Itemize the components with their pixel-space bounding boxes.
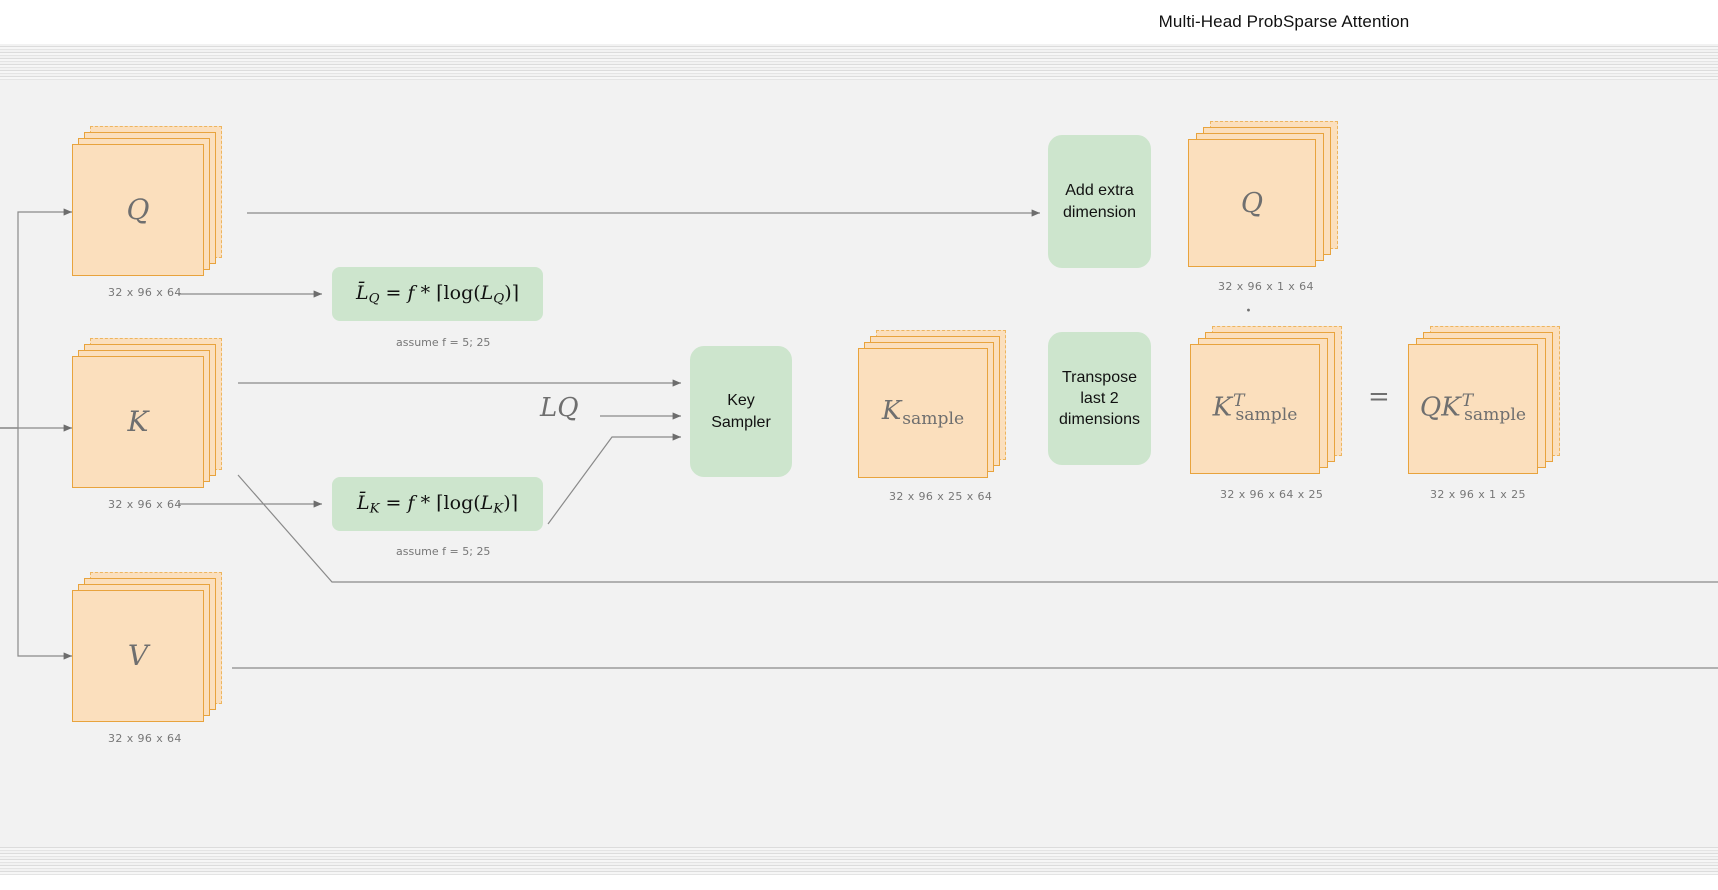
label-lq: LQ [540,393,579,423]
tensor-label-subscript: sample [1235,405,1298,426]
add-extra-dimension-line1: Add extra [1065,182,1134,200]
process-transpose[interactable]: Transpose last 2 dimensions [1048,332,1151,465]
tensor-label: Ksample [882,398,964,428]
process-key-sampler[interactable]: Key Sampler [690,346,792,477]
diagram-canvas[interactable]: Q 32 x 96 x 64 K 32 x 96 x 64 V 32 x 96 … [0,80,1718,845]
tensor-card-front: QKTsample [1408,344,1538,474]
tensor-label: QKTsample [1420,393,1526,424]
top-scroll-rail[interactable] [0,44,1718,80]
process-lk-formula[interactable]: L̄K = f * ⌈log(LK)⌉ [332,477,543,531]
transpose-line3: dimensions [1059,411,1140,429]
tensor-k-sample[interactable]: Ksample [858,330,1013,485]
tensor-label-superscript: T [1461,391,1474,412]
tensor-card-front: K [72,356,204,488]
tensor-label-subscript: sample [902,408,965,429]
tensor-label: V [127,639,149,672]
tensor-qk-sample-transposed-dims: 32 x 96 x 1 x 25 [1430,488,1526,501]
tensor-label-base: QK [1419,392,1461,423]
tensor-k-sample-dims: 32 x 96 x 25 x 64 [889,490,993,503]
tensor-label: K [127,405,149,438]
tensor-label-subscript: sample [1464,405,1527,426]
tensor-v-input-dims: 32 x 96 x 64 [108,732,182,745]
tensor-label: Q [126,193,150,226]
tensor-k-input[interactable]: K [72,338,227,493]
tensor-k-input-dims: 32 x 96 x 64 [108,498,182,511]
tensor-card-front: Q [1188,139,1316,267]
tensor-card-front: Q [72,144,204,276]
window-header: Multi-Head ProbSparse Attention [0,0,1718,44]
process-lk-formula-caption: assume f = 5; 25 [396,545,491,558]
process-lq-formula-caption: assume f = 5; 25 [396,336,491,349]
tensor-card-front: Ksample [858,348,988,478]
page-title-text: Multi-Head ProbSparse Attention [1158,12,1410,31]
tensor-card-front: KTsample [1190,344,1320,474]
dot-operator: · [1245,299,1252,324]
equals-operator: = [1368,382,1390,412]
tensor-label: Q [1240,187,1264,219]
tensor-label-base: K [881,396,902,427]
process-add-extra-dimension[interactable]: Add extra dimension [1048,135,1151,268]
label-lq-base: L [540,393,558,423]
tensor-q-expanded-dims: 32 x 96 x 1 x 64 [1218,280,1314,293]
bottom-scroll-rail[interactable] [0,845,1718,875]
tensor-q-expanded[interactable]: Q [1188,121,1353,281]
tensor-card-front: V [72,590,204,722]
process-lq-formula[interactable]: L̄Q = f * ⌈log(LQ)⌉ [332,267,543,321]
key-sampler-line2: Sampler [711,413,771,431]
tensor-k-sample-transposed[interactable]: KTsample [1190,326,1355,491]
label-lq-subscript: Q [557,393,579,423]
transpose-line2: last 2 [1080,389,1119,407]
transpose-line1: Transpose [1062,368,1137,386]
key-sampler-line1: Key [727,392,755,410]
tensor-v-input[interactable]: V [72,572,227,727]
lq-formula-text: L̄Q = f * ⌈log(LQ)⌉ [355,281,520,306]
tensor-k-sample-transposed-dims: 32 x 96 x 64 x 25 [1220,488,1324,501]
tensor-label: KTsample [1213,393,1298,424]
lk-formula-text: L̄K = f * ⌈log(LK)⌉ [356,491,519,516]
tensor-q-input[interactable]: Q [72,126,227,281]
tensor-label-base: K [1212,392,1233,423]
tensor-q-input-dims: 32 x 96 x 64 [108,286,182,299]
add-extra-dimension-line2: dimension [1063,203,1136,221]
tensor-qk-sample-transposed[interactable]: QKTsample [1408,326,1583,491]
tensor-label-superscript: T [1233,391,1245,412]
